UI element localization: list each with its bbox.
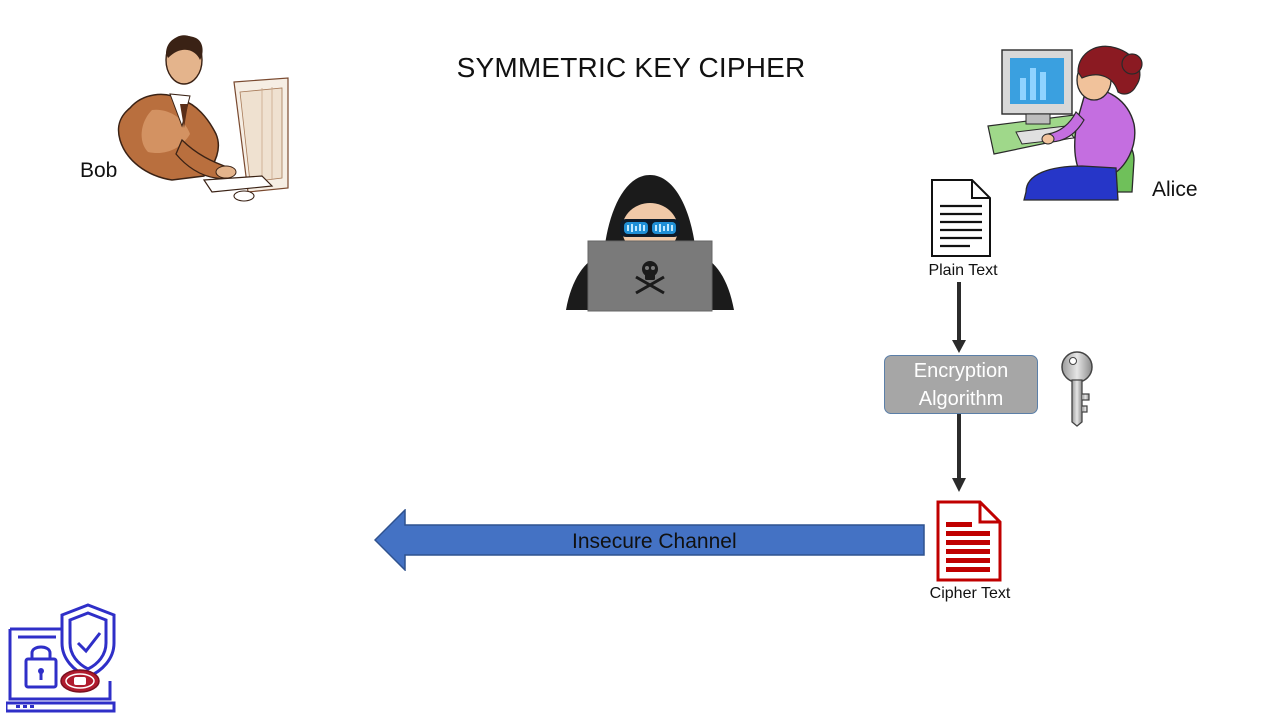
cipher-text-label: Cipher Text bbox=[929, 585, 1011, 602]
plain-text-document-icon bbox=[930, 178, 992, 258]
insecure-channel-arrow bbox=[374, 509, 926, 571]
security-logo-icon bbox=[6, 603, 118, 715]
key-icon bbox=[1060, 350, 1096, 428]
encryption-label-line1: Encryption bbox=[913, 359, 1009, 382]
arrow-plain-to-encryption bbox=[952, 282, 966, 354]
cipher-text-document-icon bbox=[936, 500, 1002, 582]
hacker-illustration bbox=[564, 173, 736, 313]
encryption-label-line2: Algorithm bbox=[918, 387, 1004, 410]
encryption-algorithm-box: Encryption Algorithm bbox=[884, 355, 1038, 414]
diagram-title: SYMMETRIC KEY CIPHER bbox=[456, 52, 806, 83]
insecure-channel-label: Insecure Channel bbox=[572, 530, 737, 553]
bob-label: Bob bbox=[80, 159, 118, 182]
bob-illustration bbox=[112, 30, 292, 202]
alice-illustration bbox=[986, 42, 1146, 202]
arrow-encryption-to-cipher bbox=[952, 414, 966, 494]
plain-text-label: Plain Text bbox=[928, 262, 998, 279]
alice-label: Alice bbox=[1152, 178, 1198, 201]
